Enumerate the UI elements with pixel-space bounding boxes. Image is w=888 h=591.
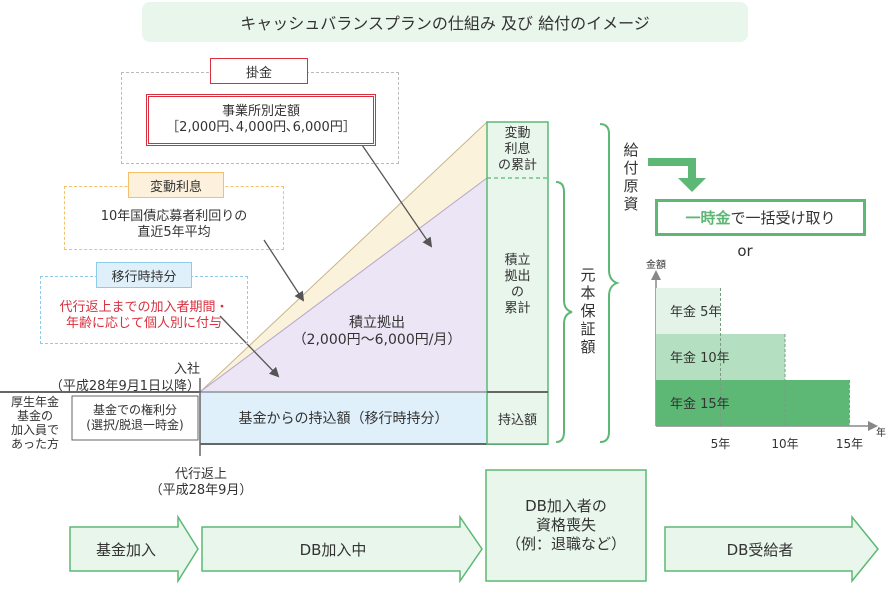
left-member-label: 厚生年金 基金の 加入員で あった方 xyxy=(10,395,59,451)
kakekin-detail: 事業所別定額 ［2,000円､4,000円､6,000円］ xyxy=(146,94,376,146)
flow-step-3: DB加入者の 資格喪失 （例：退職など） xyxy=(505,497,626,553)
x-axis-arrow xyxy=(868,421,878,431)
ikou-label: 移行時持分 xyxy=(96,262,192,288)
mochikomi-label: 基金からの持込額（移行時持分） xyxy=(238,411,449,427)
flow-arrow-2 xyxy=(201,514,483,584)
tsumitate-label: 積立拠出 （2,000円～6,000円/月） xyxy=(292,314,462,349)
kakekin-label: 掛金 xyxy=(210,58,308,84)
kenri-box xyxy=(71,395,199,441)
nenkin-row-label: 年金 10年 xyxy=(670,350,730,366)
title-banner: キャッシュバランスプランの仕組み 及び 給付のイメージ xyxy=(142,2,748,42)
flow-arrow-1 xyxy=(69,514,199,584)
flow-step-2: DB加入中 xyxy=(299,540,367,559)
flow-step-4: DB受給者 xyxy=(726,540,794,559)
right-column xyxy=(486,121,549,445)
ikou-detail: 代行返上までの加入者期間・ 年齢に応じて個人別に付与 xyxy=(59,299,229,331)
kenri-label: 基金での権利分 (選択/脱退一時金) xyxy=(86,403,184,432)
nyusha-label: 入社 （平成28年9月1日以降） xyxy=(49,362,200,394)
col-tsumitate-label: 積立 拠出 の 累計 xyxy=(504,252,531,317)
daiko-label: 代行返上 （平成28年9月） xyxy=(149,466,253,498)
page-title: キャッシュバランスプランの仕組み 及び 給付のイメージ xyxy=(240,14,650,33)
ichiji-box: 一時金で一括受け取り xyxy=(655,199,866,236)
hendo-label: 変動利息 xyxy=(128,172,224,198)
ganpon-brace xyxy=(555,181,573,443)
nenkin-x-tick: 10年 xyxy=(771,437,798,451)
flow-arrow-4 xyxy=(664,514,879,584)
nenkin-x-tick: 5年 xyxy=(711,437,731,451)
nenkin-row-label: 年金 15年 xyxy=(670,396,730,412)
or-label: or xyxy=(737,242,753,260)
flow-step-1: 基金加入 xyxy=(95,540,156,559)
kyufu-label: 給 付 原 資 xyxy=(623,141,639,213)
y-axis-arrow xyxy=(651,270,661,280)
nenkin-row-label: 年金 5年 xyxy=(670,304,721,320)
y-axis-label: 金額 xyxy=(646,258,666,271)
col-mochikomi-label: 持込額 xyxy=(497,412,537,428)
ichiji-rest: で一括受け取り xyxy=(730,209,836,227)
ichiji-strong: 一時金 xyxy=(685,209,731,227)
kyufu-brace xyxy=(599,123,620,443)
green-bent-arrow xyxy=(648,158,706,192)
x-axis-label: 年 xyxy=(876,426,886,439)
flow-box-3 xyxy=(485,469,647,582)
hendo-detail: 10年国債応募者利回りの 直近5年平均 xyxy=(100,208,248,240)
nenkin-bar-15 xyxy=(656,380,850,426)
col-hendo-label: 変動 利息 の累計 xyxy=(497,125,537,174)
nenkin-x-tick: 15年 xyxy=(836,437,863,451)
ganpon-label: 元 本 保 証 額 xyxy=(580,266,596,356)
